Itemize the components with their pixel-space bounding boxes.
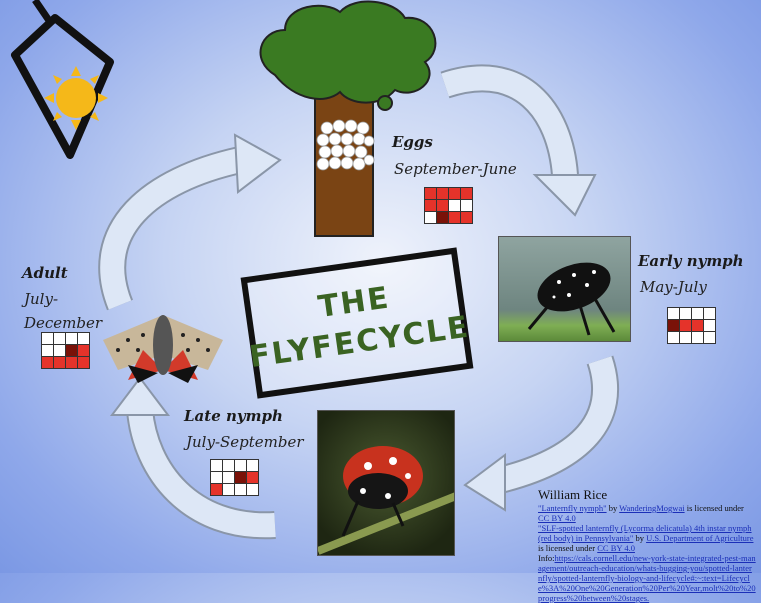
month-cell <box>78 357 89 368</box>
month-cell <box>78 345 89 356</box>
month-cell <box>211 484 222 495</box>
month-cell <box>668 320 679 331</box>
month-cell <box>437 188 448 199</box>
month-cell <box>211 460 222 471</box>
month-cell <box>211 472 222 483</box>
month-cell <box>42 357 53 368</box>
stage-name-adult: Adult <box>22 264 68 282</box>
stage-name-early-nymph: Early nymph <box>638 252 744 270</box>
month-cell <box>223 472 234 483</box>
month-cell <box>425 188 436 199</box>
month-cell <box>235 484 246 495</box>
info-link[interactable]: https://cals.cornell.edu/new-york-state-… <box>538 553 756 603</box>
tree-with-eggs-icon <box>259 0 437 237</box>
month-cell <box>54 357 65 368</box>
month-cell <box>235 472 246 483</box>
month-cell <box>66 345 77 356</box>
month-cell <box>692 332 703 343</box>
adult-lanternfly-image <box>103 315 223 383</box>
month-cell <box>54 345 65 356</box>
month-cell <box>78 333 89 344</box>
credit-link-2[interactable]: "SLF-spotted lanternfly (Lycorma delicat… <box>538 523 752 543</box>
month-cell <box>42 333 53 344</box>
stage-period-early-nymph: May-July <box>640 278 707 296</box>
stage-name-eggs: Eggs <box>392 133 433 151</box>
month-cell <box>42 345 53 356</box>
month-cell <box>66 333 77 344</box>
month-cell <box>223 484 234 495</box>
month-cell <box>461 212 472 223</box>
month-cell <box>704 308 715 319</box>
late-nymph-photo <box>317 410 455 556</box>
month-cell <box>692 308 703 319</box>
stage-period-late-nymph: July-September <box>186 433 304 451</box>
month-cell <box>54 333 65 344</box>
credit-link-1[interactable]: "Lanternfly nymph" <box>538 503 607 513</box>
month-cell <box>425 200 436 211</box>
stage-period-adult-line1: July- <box>24 290 59 308</box>
month-cell <box>704 320 715 331</box>
month-cell <box>449 212 460 223</box>
license-link-1[interactable]: CC BY 4.0 <box>538 513 576 523</box>
month-cell <box>223 460 234 471</box>
stage-name-late-nymph: Late nymph <box>184 407 283 425</box>
month-cell <box>425 212 436 223</box>
credit-text: by <box>633 533 647 543</box>
month-cell <box>461 188 472 199</box>
month-cell <box>680 332 691 343</box>
attribution: William Rice "Lanternfly nymph" by Wande… <box>538 487 756 603</box>
month-cell <box>461 200 472 211</box>
month-cell <box>247 460 258 471</box>
month-cell <box>247 472 258 483</box>
early-nymph-photo <box>498 236 631 342</box>
sun-sign-icon <box>11 0 114 159</box>
month-cell <box>680 308 691 319</box>
month-cell <box>668 332 679 343</box>
month-grid-adult <box>41 332 90 369</box>
credit-text: by <box>606 503 620 513</box>
month-grid-eggs <box>424 187 473 224</box>
month-cell <box>247 484 258 495</box>
month-cell <box>668 308 679 319</box>
month-grid-early-nymph <box>667 307 716 344</box>
credit-author-link-2[interactable]: U.S. Department of Agriculture <box>646 533 754 543</box>
author-name: William Rice <box>538 487 608 502</box>
month-cell <box>235 460 246 471</box>
month-cell <box>680 320 691 331</box>
month-cell <box>437 200 448 211</box>
license-link-2[interactable]: CC BY 4.0 <box>597 543 635 553</box>
cycle-arrows <box>98 64 619 540</box>
month-cell <box>692 320 703 331</box>
month-cell <box>66 357 77 368</box>
credit-text: is licensed under <box>684 503 744 513</box>
month-cell <box>449 200 460 211</box>
month-cell <box>437 212 448 223</box>
month-cell <box>449 188 460 199</box>
stage-period-adult-line2: December <box>24 314 103 332</box>
credit-author-link-1[interactable]: WanderingMogwai <box>619 503 685 513</box>
stage-period-eggs: September-June <box>394 160 517 178</box>
credit-text: is licensed under <box>538 543 598 553</box>
month-grid-late-nymph <box>210 459 259 496</box>
month-cell <box>704 332 715 343</box>
info-label: Info: <box>538 553 555 563</box>
